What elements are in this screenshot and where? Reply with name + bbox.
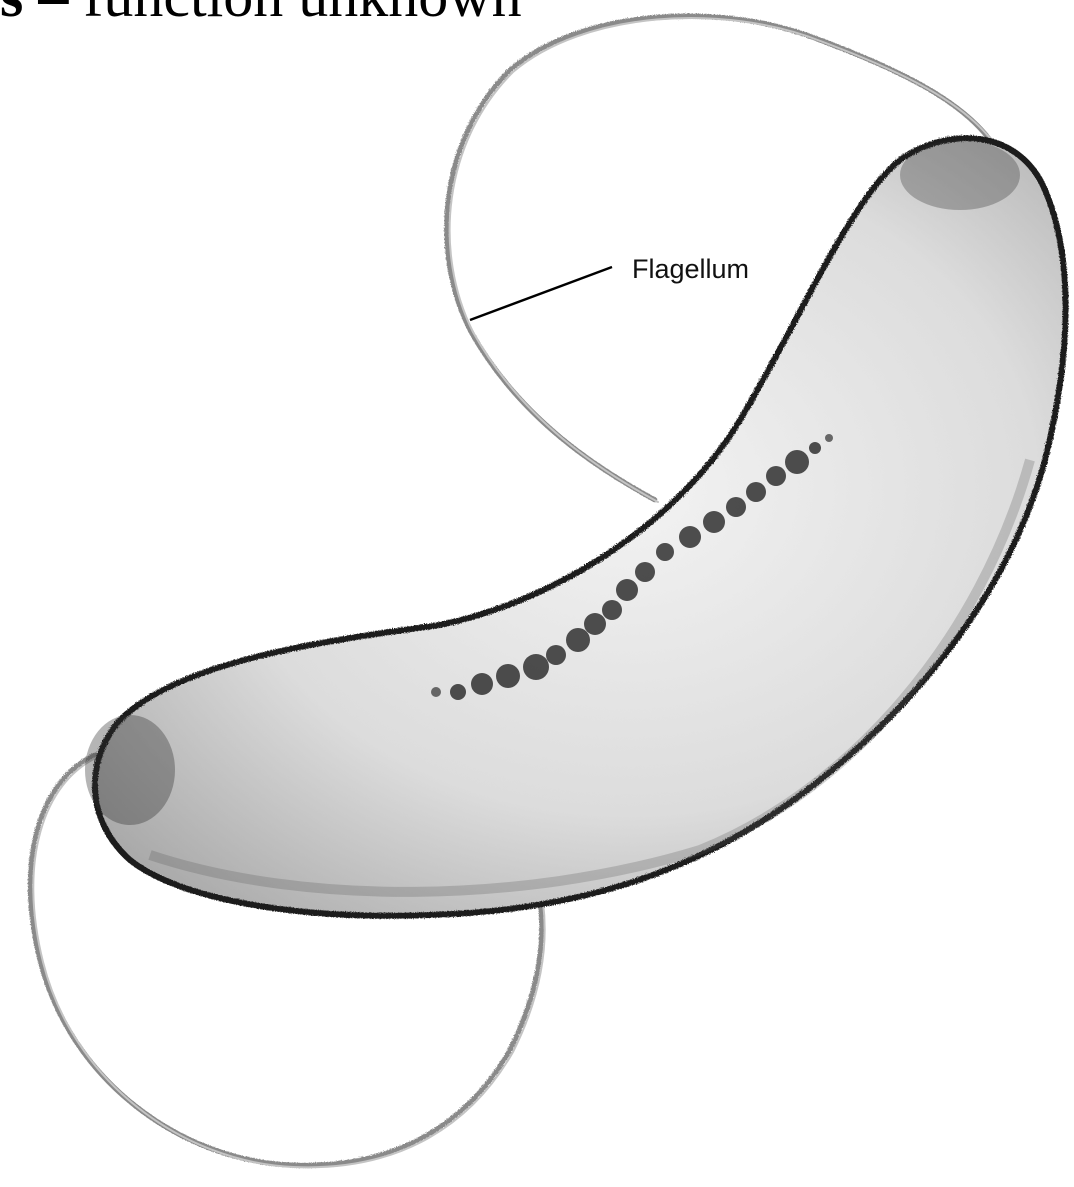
magnetosome-granule [431,687,441,697]
magnetosome-granule [450,684,466,700]
magnetosome-granule [726,497,746,517]
magnetosome-granule [703,511,725,533]
magnetosome-granule [584,613,606,635]
flagellum-leader-line [470,267,612,320]
magnetosome-granule [616,579,638,601]
magnetosome-granule [746,482,766,502]
magnetosome-granule [766,466,786,486]
magnetosome-granule [566,628,590,652]
magnetosome-granule [602,600,622,620]
right-pole-shading [900,140,1020,210]
magnetosome-granule [679,526,701,548]
magnetosome-granule [785,450,809,474]
left-pole-shading [85,715,175,825]
magnetosome-granule [523,654,549,680]
magnetosome-granule [496,664,520,688]
flagellum-label: Flagellum [632,254,749,284]
magnetosome-granule [546,645,566,665]
magnetosome-granule [825,434,833,442]
magnetosome-granule [635,562,655,582]
magnetosome-granule [809,442,821,454]
magnetosome-granule [471,673,493,695]
cell-body [95,138,1066,916]
magnetosome-granule [656,543,674,561]
